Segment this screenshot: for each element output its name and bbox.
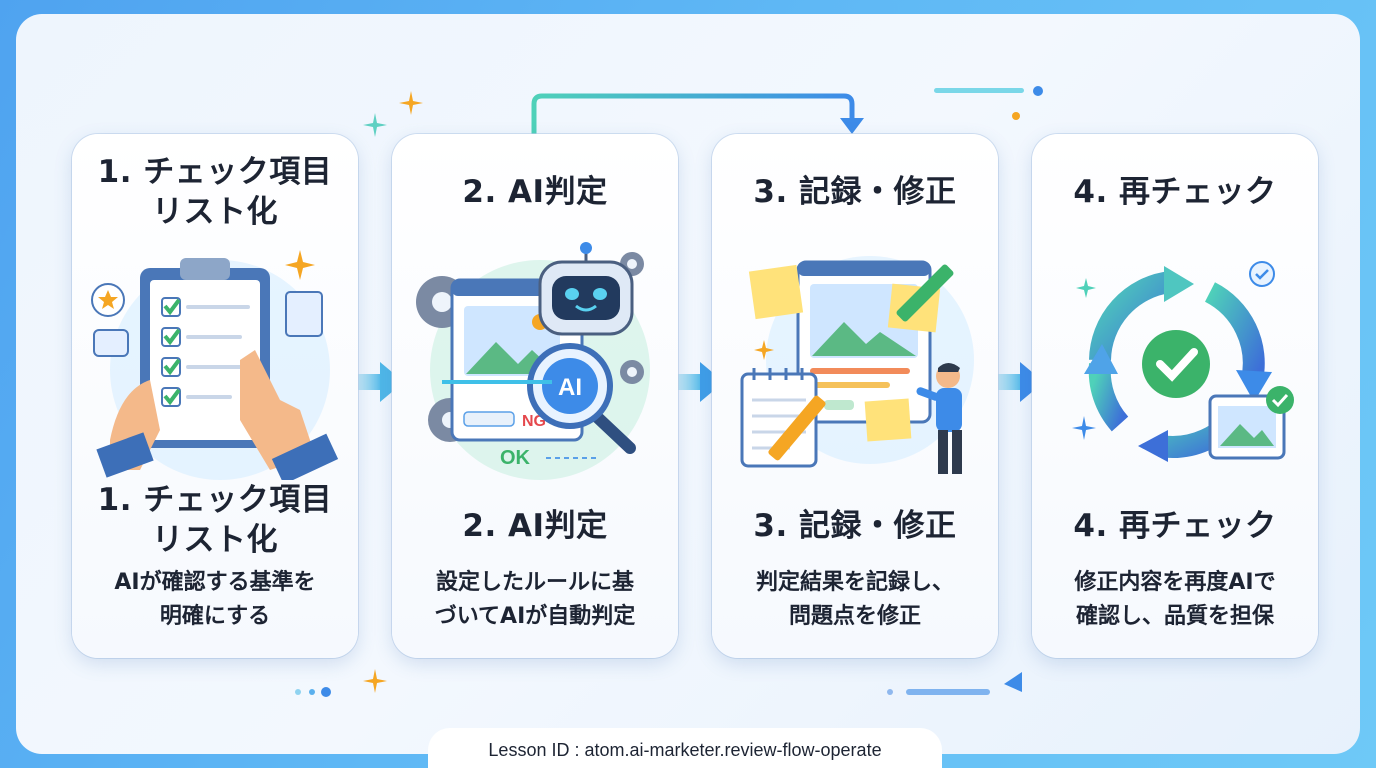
image-check-icon [1208, 386, 1294, 460]
step-title: 4. 再チェック [1073, 174, 1277, 210]
loop-arrow-top [531, 93, 864, 139]
person-painting-icon [916, 363, 962, 474]
step-title: 1. チェック項目 リスト化 [97, 482, 333, 558]
pencil-icon [896, 264, 954, 322]
decorative-lines [934, 86, 1043, 120]
sparkle-icon [399, 91, 423, 115]
step-card-1: 1. チェック項目 リスト化 1. チェック項目 リスト化 AIが確認する基準を… [72, 134, 358, 658]
record-fix-icon [740, 256, 974, 474]
robot-ai-review-icon: NG OK AI [416, 242, 650, 480]
ok-label: OK [500, 447, 531, 469]
magnifier-ai-icon: AI [527, 343, 636, 454]
notepad-pencil-icon [740, 368, 826, 468]
step-title: 2. AI判定 [462, 508, 608, 544]
step-description: 設定したルールに基 づいてAIが自動判定 [434, 570, 636, 629]
step-description: 判定結果を記録し、 問題点を修正 [755, 570, 954, 629]
step-title: 3. 記録・修正 [753, 174, 957, 210]
step-card-4: 4. 再チェック 4. 再チェック 修正内容を再度AIで 確認し、品質を担保 [1032, 134, 1318, 658]
step-title: 1. チェック項目 リスト化 [97, 154, 333, 230]
clipboard-checklist-icon [91, 250, 339, 480]
ai-badge-label: AI [558, 374, 582, 401]
step-title: 4. 再チェック [1073, 508, 1277, 544]
lesson-id-footer: Lesson ID : atom.ai-marketer.review-flow… [428, 728, 942, 768]
refresh-cycle-icon [1072, 261, 1294, 462]
sparkle-icon [363, 669, 387, 693]
step-card-3: 3. 記録・修正 3. 記録・修正 判定結果を記録し、 問題点を修 [712, 134, 998, 658]
loop-arrow-bottom [887, 672, 1022, 695]
sparkle-icon [363, 113, 387, 137]
step-card-2: 2. AI判定 NG OK AI 2. AI判定 設定した [392, 134, 678, 658]
ng-label: NG [522, 413, 546, 430]
step-title: 3. 記録・修正 [753, 508, 957, 544]
step-description: AIが確認する基準を 明確にする [114, 570, 316, 629]
check-circle-icon [1142, 330, 1210, 398]
step-description: 修正内容を再度AIで 確認し、品質を担保 [1074, 570, 1276, 629]
robot-icon [538, 242, 634, 336]
decorative-dots [295, 687, 331, 697]
step-title: 2. AI判定 [462, 174, 608, 210]
